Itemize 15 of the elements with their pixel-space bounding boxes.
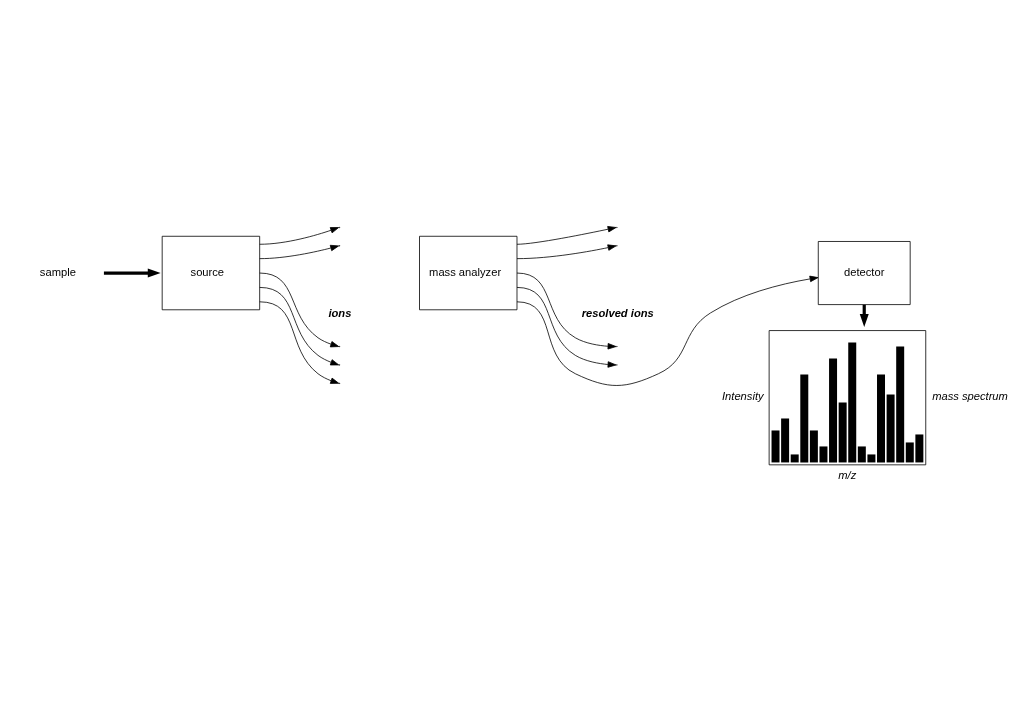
arrow: [516, 244, 617, 260]
arrow: [516, 275, 819, 386]
node-box: detector: [817, 241, 911, 305]
node-label: m/z: [838, 469, 857, 482]
arrow: [103, 268, 161, 278]
arrow: [259, 244, 340, 260]
node-label: Intensity: [721, 389, 764, 402]
label: resolved ions: [581, 306, 654, 319]
label: ions: [328, 306, 352, 319]
arrow: [516, 226, 617, 245]
node-box: source: [161, 235, 261, 311]
node-label: mass spectrum: [932, 389, 1008, 402]
node-text: sample: [39, 265, 76, 278]
node-box: mass analyzer: [419, 235, 518, 311]
arrow: [259, 227, 340, 245]
